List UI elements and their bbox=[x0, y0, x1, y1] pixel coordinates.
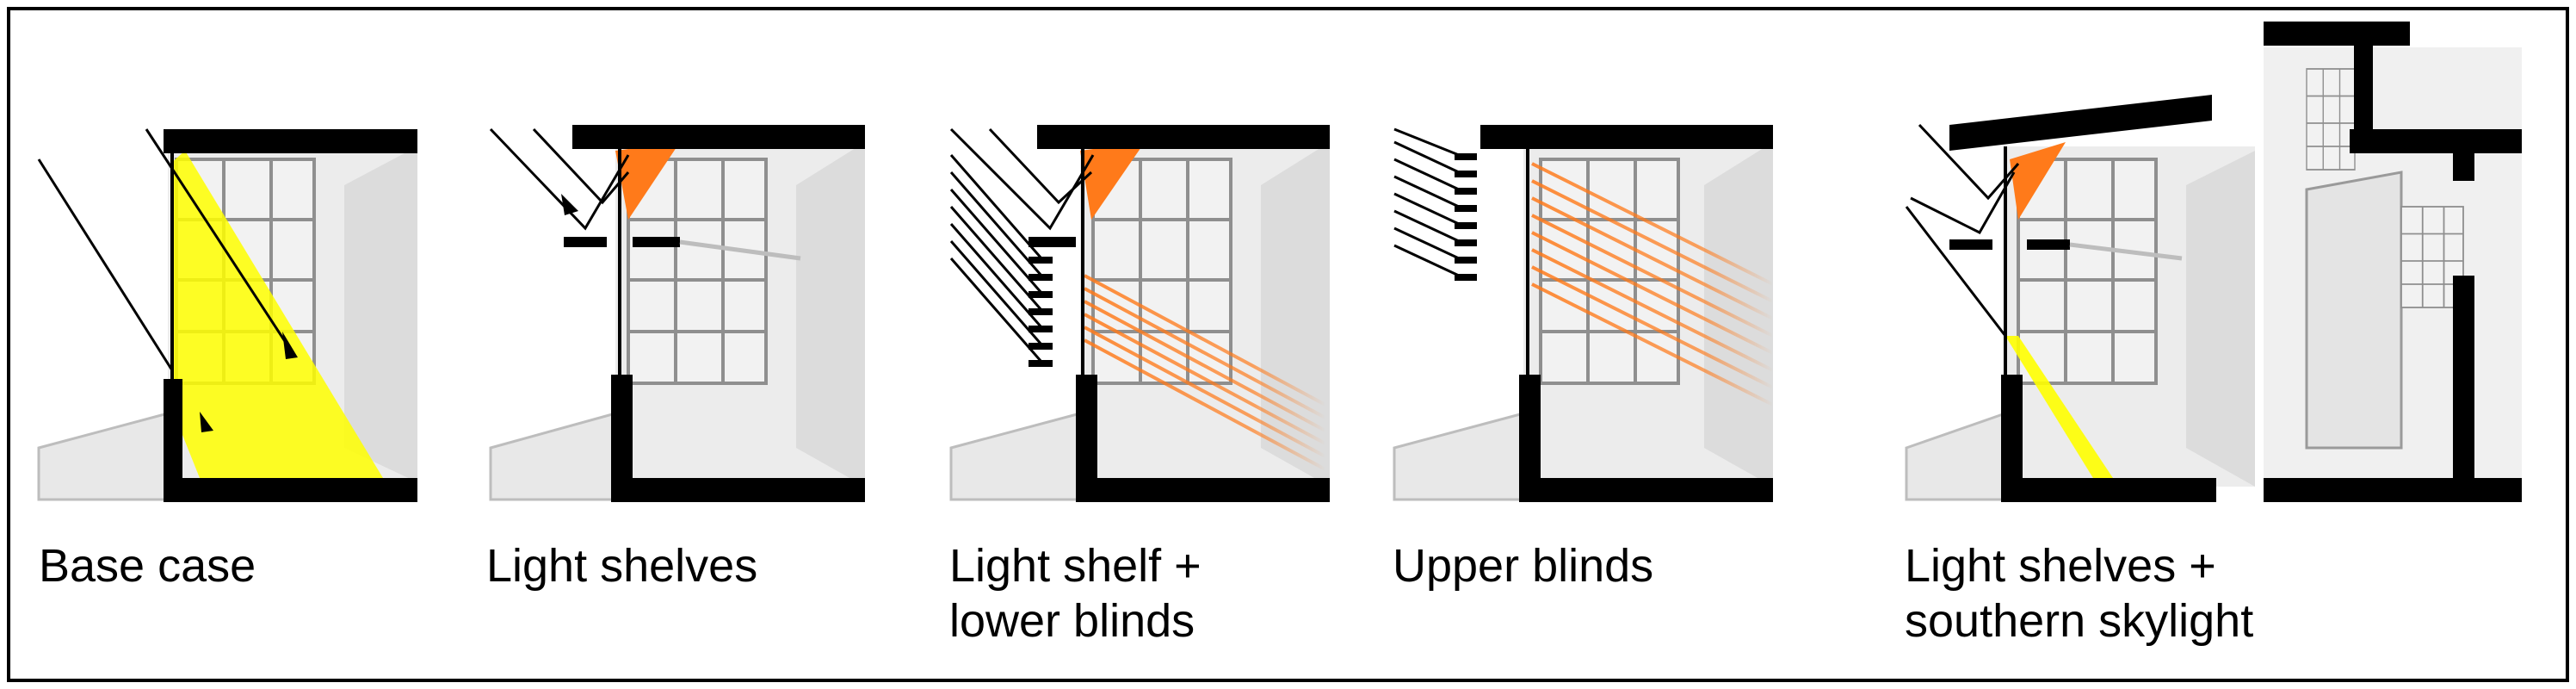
sun-ray bbox=[37, 158, 174, 371]
floor bbox=[1076, 478, 1330, 502]
room-side-wall bbox=[796, 142, 865, 487]
roof bbox=[164, 129, 417, 153]
floor bbox=[611, 478, 865, 502]
ray-arrow bbox=[200, 412, 213, 432]
room-side-wall bbox=[1261, 142, 1330, 487]
ground-plane bbox=[1393, 412, 1525, 501]
reflected-light-wedge bbox=[615, 142, 680, 220]
sun-rays bbox=[949, 127, 1095, 363]
shelf-extension bbox=[2069, 242, 2183, 261]
upper-blinds bbox=[1455, 153, 1477, 281]
panel-base-case bbox=[37, 128, 417, 502]
sun-ray bbox=[532, 127, 630, 205]
roof bbox=[572, 125, 865, 149]
window-frame bbox=[1091, 158, 1232, 385]
caption-line: Light shelves bbox=[486, 540, 758, 592]
reflected-light-rays bbox=[1531, 162, 1774, 407]
panel-upper-blinds bbox=[1393, 125, 1774, 502]
light-shelf-interior bbox=[633, 237, 680, 247]
panel-light-shelf-lower-blinds bbox=[949, 125, 1330, 502]
lower-wall bbox=[1076, 375, 1097, 500]
room-side-wall bbox=[1704, 142, 1773, 487]
caption-light-shelves-skylight: Light shelves + southern skylight bbox=[1905, 538, 2253, 649]
caption-line: Light shelf + bbox=[949, 540, 1202, 592]
direct-sun-patch bbox=[170, 151, 383, 491]
ground-plane bbox=[489, 412, 617, 501]
panel-light-shelves bbox=[489, 125, 865, 502]
light-shelf-exterior bbox=[564, 237, 607, 247]
caption-upper-blinds: Upper blinds bbox=[1393, 538, 1653, 593]
lower-wall bbox=[1519, 375, 1541, 500]
light-shelf-exterior bbox=[1029, 237, 1076, 247]
lower-wall bbox=[164, 379, 182, 500]
light-shelf-interior bbox=[2027, 239, 2070, 250]
light-shelf-exterior bbox=[1949, 239, 1992, 250]
caption-line: Upper blinds bbox=[1393, 540, 1654, 592]
figure-border bbox=[7, 7, 2569, 682]
clerestory-window bbox=[2306, 68, 2356, 171]
floor bbox=[164, 478, 417, 502]
caption-line: lower blinds bbox=[949, 595, 1195, 647]
ground-plane bbox=[37, 412, 170, 501]
room-side-wall bbox=[344, 146, 417, 482]
ray-arrow bbox=[282, 332, 298, 359]
sun-ray bbox=[489, 127, 630, 231]
sun-ray bbox=[145, 128, 294, 354]
window-frame bbox=[2017, 158, 2158, 385]
caption-light-shelf-lower-blinds: Light shelf + lower blinds bbox=[949, 538, 1202, 649]
skylight-floor bbox=[2264, 478, 2522, 502]
reflected-light-wedge bbox=[1080, 142, 1145, 220]
sloped-roof bbox=[1949, 95, 2212, 151]
ground-plane bbox=[1905, 411, 2007, 501]
floor bbox=[1519, 478, 1773, 502]
sun-rays bbox=[1393, 127, 1460, 277]
upper-roof bbox=[2350, 129, 2522, 153]
skylight-column-upper bbox=[2453, 129, 2474, 181]
window-frame bbox=[627, 158, 768, 385]
sun-rays bbox=[1905, 123, 2020, 337]
shelf-extension bbox=[679, 239, 801, 261]
direct-sun-patch bbox=[2005, 336, 2113, 482]
panel-light-shelves-skylight bbox=[1905, 22, 2522, 502]
skylight-column-lower bbox=[2453, 276, 2474, 500]
caption-light-shelves: Light shelves bbox=[486, 538, 757, 593]
ray-arrow bbox=[561, 194, 578, 215]
skylight-roof bbox=[2264, 22, 2410, 46]
floor bbox=[2001, 478, 2216, 502]
lower-wall bbox=[611, 375, 633, 500]
roof bbox=[1480, 125, 1773, 149]
skylight-upper-wall bbox=[2354, 22, 2373, 151]
caption-line: southern skylight bbox=[1905, 595, 2254, 647]
room-side-wall bbox=[2186, 151, 2255, 487]
lower-blinds bbox=[1029, 257, 1053, 367]
reflected-light-wedge bbox=[2010, 142, 2066, 220]
caption-line: Base case bbox=[39, 540, 256, 592]
caption-line: Light shelves + bbox=[1905, 540, 2216, 592]
reflected-light-rays bbox=[1084, 274, 1326, 471]
roof bbox=[1037, 125, 1330, 149]
ground-plane bbox=[949, 412, 1082, 501]
lower-wall bbox=[2001, 375, 2023, 500]
caption-base-case: Base case bbox=[39, 538, 256, 593]
skylight-wall bbox=[2305, 171, 2403, 450]
